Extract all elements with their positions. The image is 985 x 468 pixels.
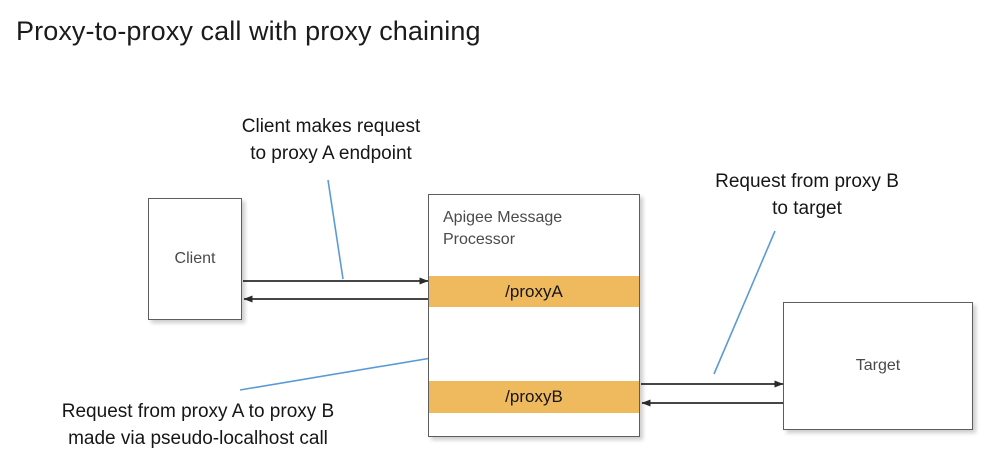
leader-line-client-callout xyxy=(327,179,344,280)
node-target[interactable]: Target xyxy=(783,302,973,430)
callout-proxy-chain-line2: made via pseudo-localhost call xyxy=(68,428,328,449)
proxy-b-band[interactable]: /proxyB xyxy=(429,381,639,413)
node-client-label: Client xyxy=(174,250,216,267)
message-processor-title-line2: Processor xyxy=(443,231,516,248)
node-target-label: Target xyxy=(855,357,901,374)
callout-proxy-chain-line1: Request from proxy A to proxy B xyxy=(61,401,335,422)
callout-target-request-line2: to target xyxy=(772,198,842,219)
leader-line-target-callout xyxy=(713,230,776,375)
page-title: Proxy-to-proxy call with proxy chaining xyxy=(16,16,481,46)
callout-client-request-line1: Client makes request xyxy=(241,116,421,137)
node-message-processor[interactable]: Apigee Message Processor /proxyA /proxyB xyxy=(428,194,640,437)
message-processor-title: Apigee Message Processor xyxy=(443,207,631,251)
callout-proxy-chain: Request from proxy A to proxy B made via… xyxy=(8,398,388,452)
proxy-a-band[interactable]: /proxyA xyxy=(429,276,639,307)
callout-client-request-line2: to proxy A endpoint xyxy=(250,143,412,164)
node-client[interactable]: Client xyxy=(148,198,242,320)
callout-target-request: Request from proxy B to target xyxy=(662,168,952,222)
callout-target-request-line1: Request from proxy B xyxy=(715,171,899,192)
message-processor-title-line1: Apigee Message xyxy=(443,209,563,226)
proxy-a-label: /proxyA xyxy=(505,281,563,301)
callout-client-request: Client makes request to proxy A endpoint xyxy=(196,113,466,167)
proxy-b-label: /proxyB xyxy=(505,387,563,406)
